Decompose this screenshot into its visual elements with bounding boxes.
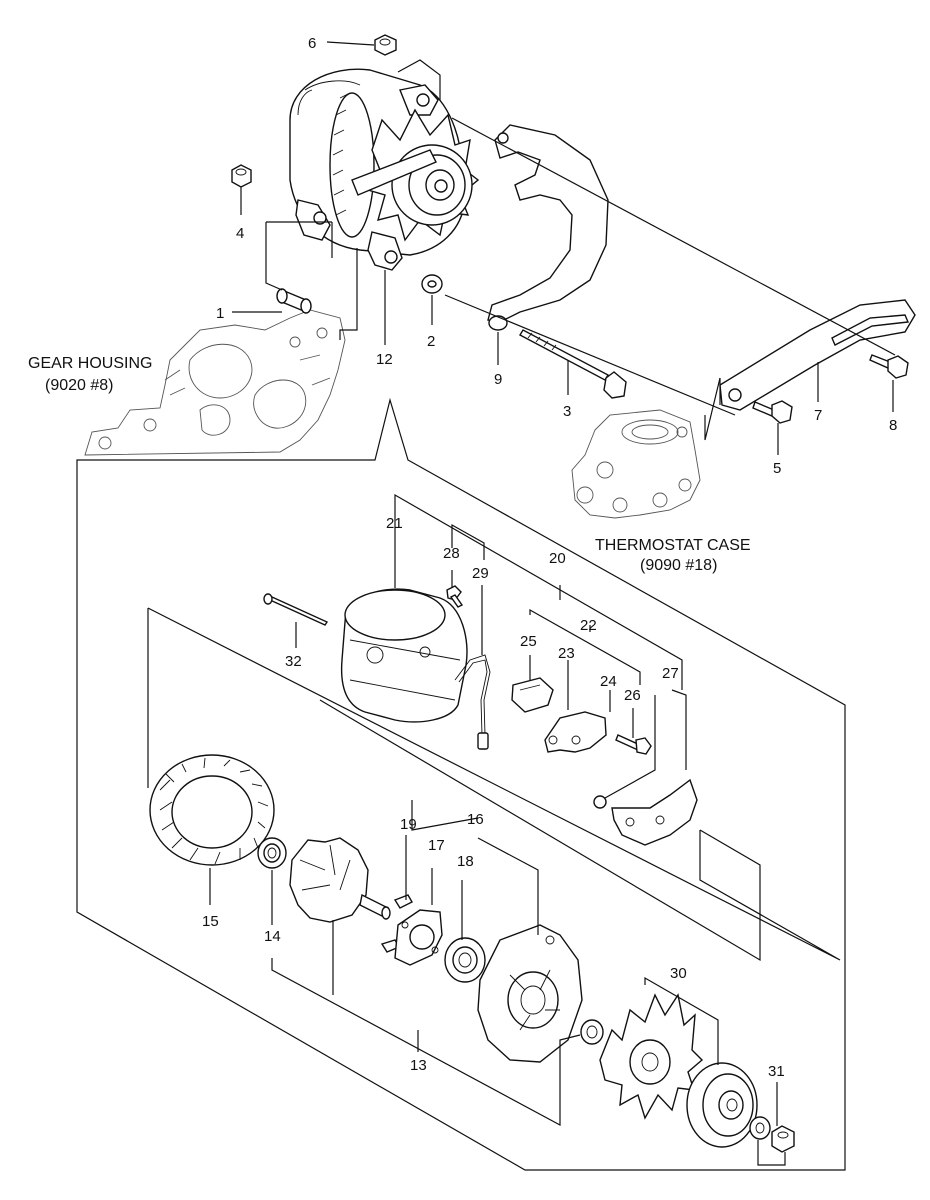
part-label-15: 15 xyxy=(202,913,219,930)
rotor xyxy=(289,837,391,923)
part-label-8: 5 xyxy=(773,460,781,477)
part-label-31: 31 xyxy=(768,1063,785,1080)
bearing-part-14 xyxy=(257,837,287,869)
drive-pulley xyxy=(686,1062,758,1148)
screw-part-26 xyxy=(615,734,652,755)
leader-lines xyxy=(76,41,896,1171)
belt-guard xyxy=(487,124,609,323)
gear-housing-code: (9020 #8) xyxy=(45,377,114,394)
part-label-21: 21 xyxy=(386,515,403,532)
part-label-6: 7 xyxy=(814,407,822,424)
gear-housing-outline xyxy=(84,309,346,456)
bolt-part-7 xyxy=(869,354,909,379)
part-label-5: 6 xyxy=(308,35,316,52)
part-label-26: 26 xyxy=(624,687,641,704)
part-label-25: 25 xyxy=(520,633,537,650)
lead-wire xyxy=(454,654,491,750)
regulator-part-25 xyxy=(511,677,554,713)
part-label-24: 24 xyxy=(600,673,617,690)
part-label-7: 8 xyxy=(889,417,897,434)
bolt-part-8 xyxy=(752,400,793,424)
part-label-13: 13 xyxy=(410,1057,427,1074)
bolt-part-3 xyxy=(519,329,627,399)
thermostat-case-code: (9090 #18) xyxy=(640,557,717,574)
part-label-30: 30 xyxy=(670,965,687,982)
cooling-fan xyxy=(599,993,704,1120)
rear-cover xyxy=(340,588,468,723)
nut-part-4 xyxy=(231,164,252,188)
part-label-4: 4 xyxy=(236,225,244,242)
collar-part-1 xyxy=(276,288,312,314)
part-label-1: 1 xyxy=(216,305,224,322)
part-label-29: 29 xyxy=(472,565,489,582)
belt-guard-mount xyxy=(488,315,508,331)
drive-end-frame xyxy=(477,924,583,1063)
part-label-2: 2 xyxy=(427,333,435,350)
nut-part-5 xyxy=(374,34,397,56)
bearing-retainer xyxy=(394,909,443,966)
part-label-20: 20 xyxy=(549,550,566,567)
part-label-3: 3 xyxy=(563,403,571,420)
brush-holder xyxy=(544,711,607,753)
part-label-23: 23 xyxy=(558,645,575,662)
part-label-16: 16 xyxy=(467,811,484,828)
stator xyxy=(149,754,275,866)
part-label-32: 32 xyxy=(285,653,302,670)
thermostat-case-outline xyxy=(571,409,701,519)
rectifier-cover xyxy=(593,778,698,846)
bearing-part-18 xyxy=(444,937,486,983)
gear-housing-label: GEAR HOUSING xyxy=(28,355,152,372)
screw-part-28 xyxy=(446,585,464,608)
washer-lower xyxy=(749,1116,771,1140)
part-labels: 6 4 1 2 12 9 3 7 8 5 21 28 29 20 22 25 2… xyxy=(202,35,897,1080)
belt-guard-hole xyxy=(497,132,509,144)
part-label-19: 19 xyxy=(400,816,417,833)
part-label-14: 14 xyxy=(264,928,281,945)
part-label-28: 28 xyxy=(443,545,460,562)
washer-part-2 xyxy=(421,274,443,294)
thermostat-case-label: THERMOSTAT CASE xyxy=(595,537,751,554)
part-label-9: 9 xyxy=(494,371,502,388)
alternator-assembly xyxy=(289,68,480,271)
through-bolt xyxy=(263,593,329,626)
part-label-12: 12 xyxy=(376,351,393,368)
reference-labels: GEAR HOUSING (9020 #8) THERMOSTAT CASE (… xyxy=(28,355,751,574)
spacer-collar xyxy=(580,1019,604,1045)
part-label-18: 18 xyxy=(457,853,474,870)
part-label-22: 22 xyxy=(580,617,597,634)
part-label-17: 17 xyxy=(428,837,445,854)
nut-part-31 xyxy=(771,1125,795,1153)
part-label-27: 27 xyxy=(662,665,679,682)
